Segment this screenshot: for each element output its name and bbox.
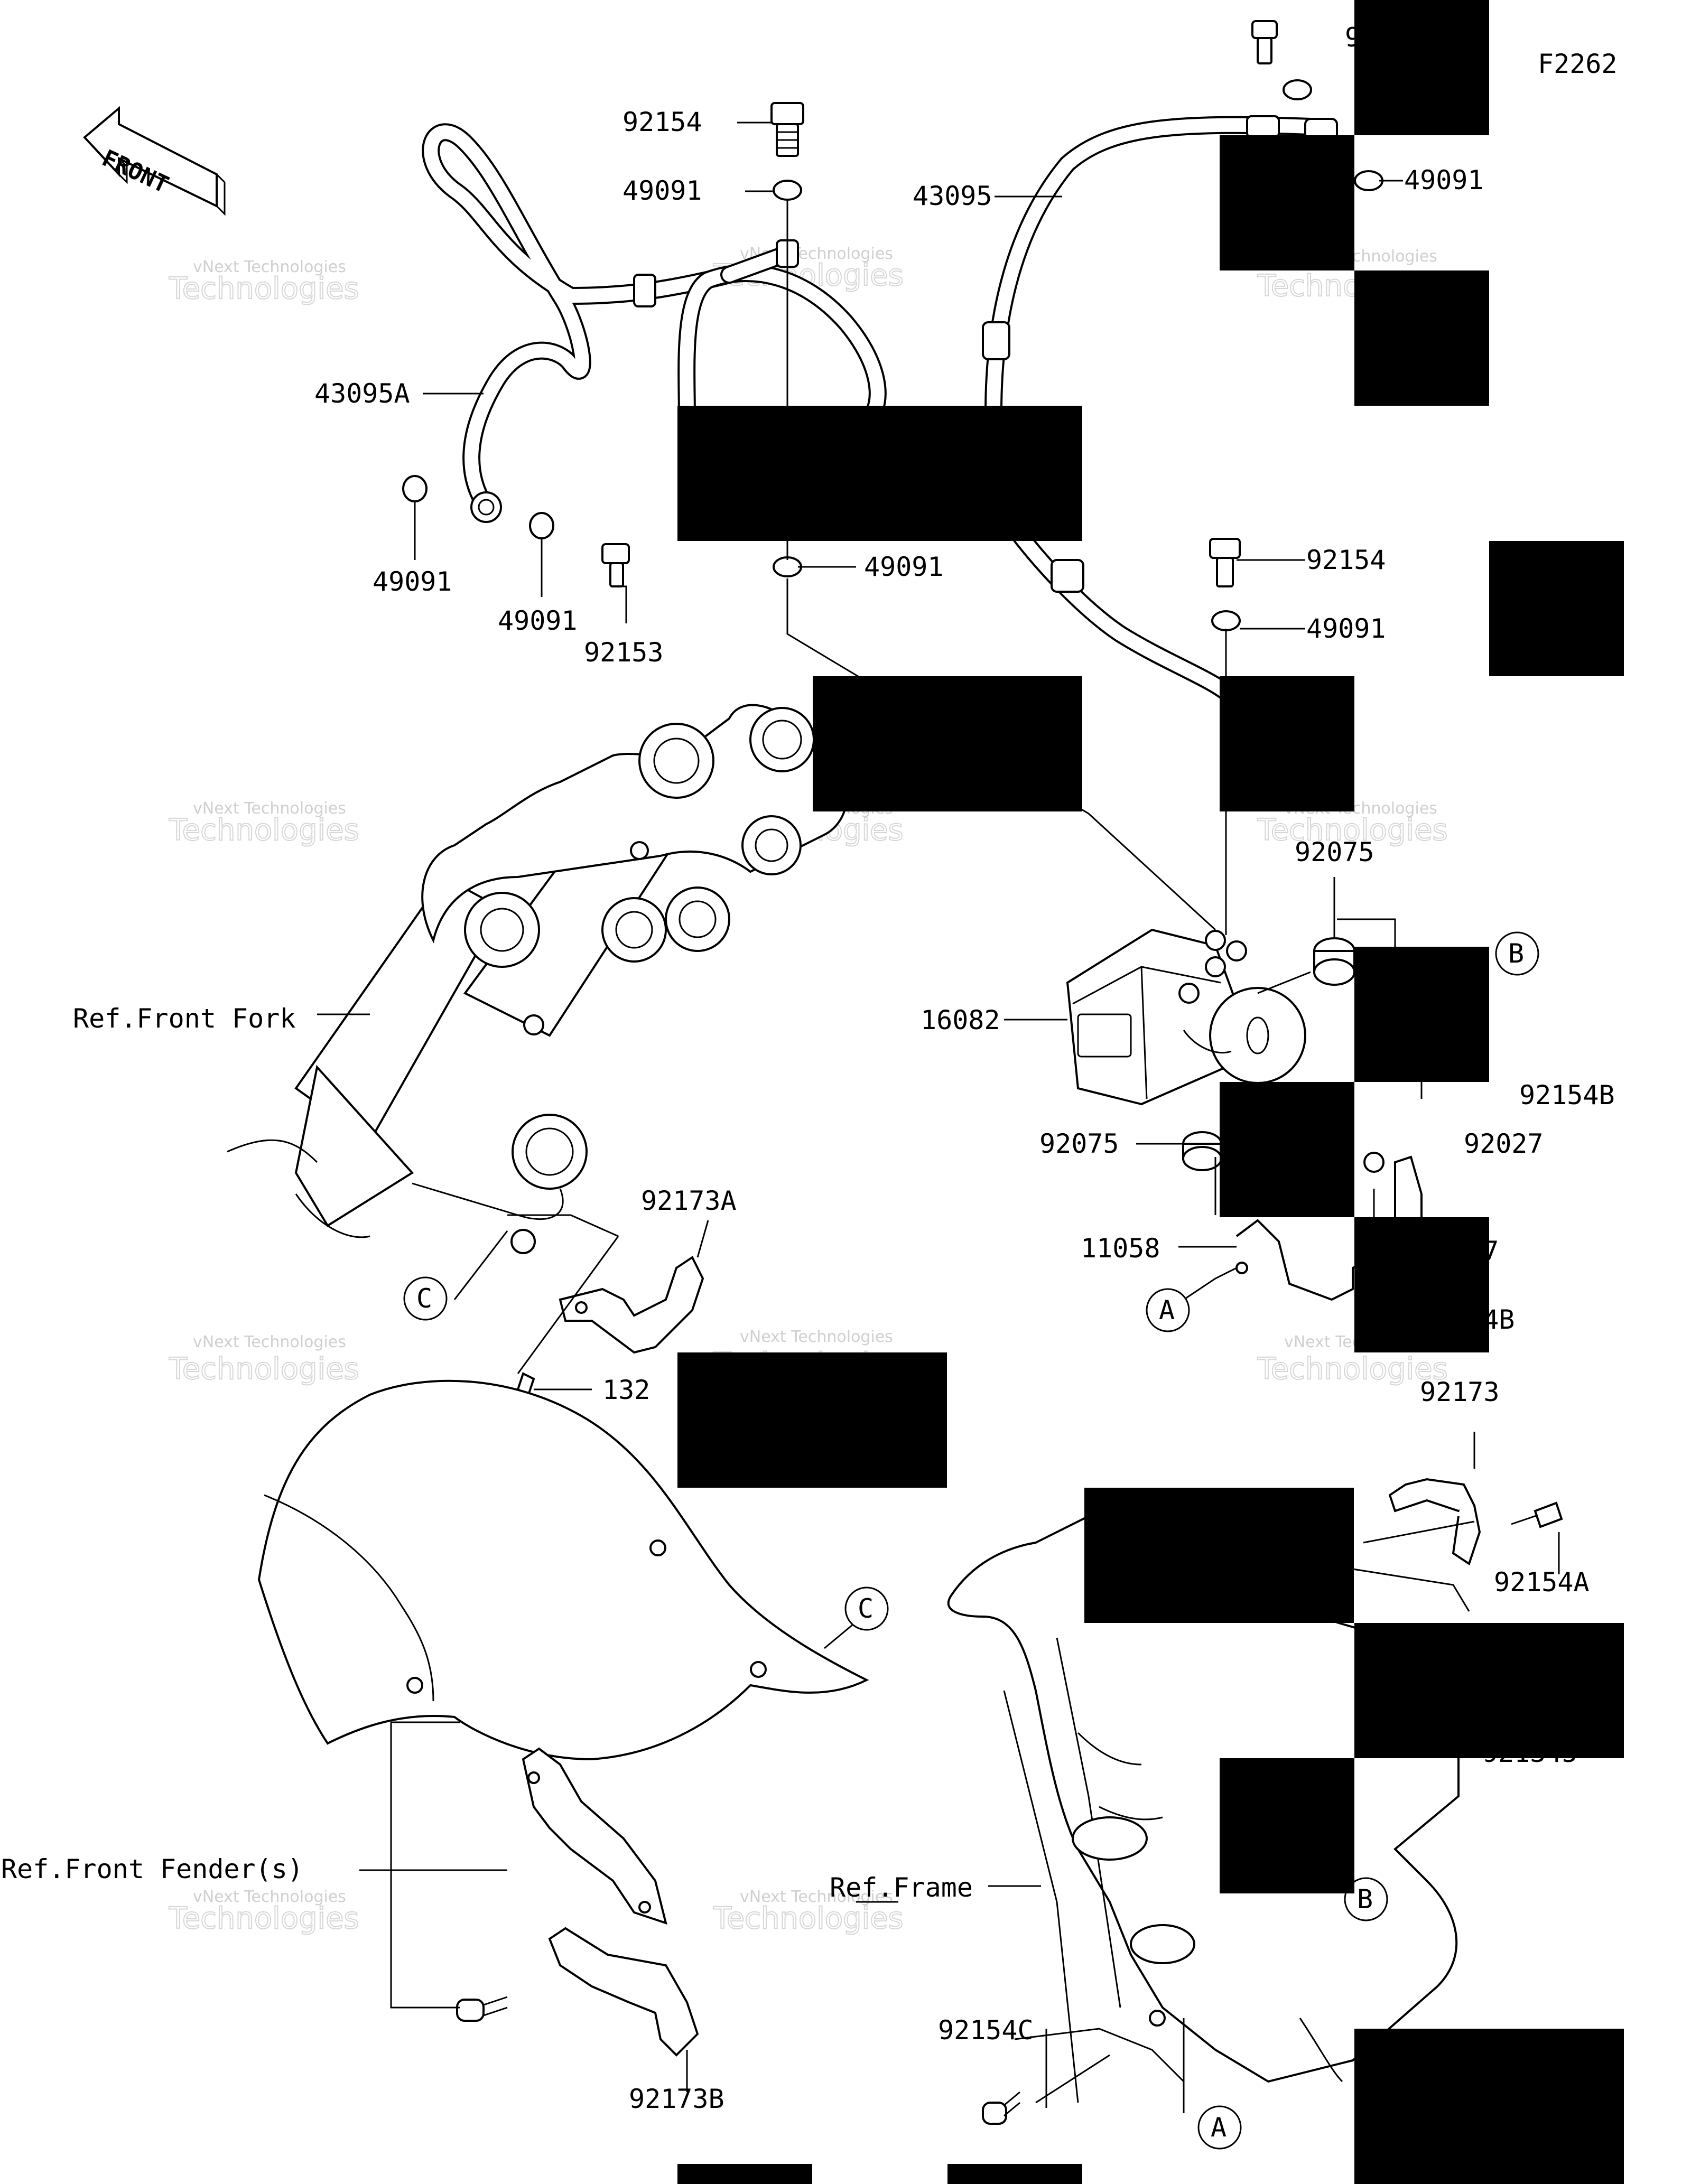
bolt-icon — [982, 2091, 1020, 2125]
part-label: 49091 — [864, 552, 944, 582]
washer-icon — [1211, 610, 1241, 631]
part-label: 92027 — [1464, 1128, 1544, 1159]
diagram-code: F2262 — [1538, 49, 1618, 79]
watermark-text: vNext Technologies — [193, 258, 346, 276]
callout-a-frame: A — [1197, 2105, 1242, 2150]
part-labels: 92154 49091 43095 49091 43095A 49091 490… — [314, 22, 1615, 2114]
watermark-text: Technologies — [169, 1352, 359, 1386]
callout-c-top: C — [403, 1276, 448, 1321]
watermark-text: vNext Technologies — [193, 799, 346, 818]
watermark-text: Technologies — [169, 1901, 359, 1936]
front-fork-assembly — [227, 704, 848, 1254]
part-label: 92075 — [1039, 1128, 1119, 1159]
washer-icon — [1354, 170, 1383, 191]
part-label: 49091 — [1404, 165, 1484, 195]
callout-label: A — [1159, 1295, 1175, 1326]
part-label: 92173A — [641, 1186, 737, 1216]
callout-label: B — [1508, 938, 1524, 969]
redaction-blocks — [677, 0, 1624, 2184]
part-label: 16082 — [921, 1005, 1000, 1035]
front-arrow-icon: FRONT — [83, 106, 226, 216]
watermark-text: vNext Technologies — [740, 1888, 893, 1906]
watermark-text: Technologies — [1257, 813, 1448, 847]
callout-label: C — [858, 1593, 874, 1624]
part-label: 132 — [602, 1375, 650, 1405]
washer-icon — [529, 512, 554, 539]
callout-b-abs: B — [1495, 931, 1539, 976]
washer-icon — [773, 556, 802, 577]
bolt-icon — [456, 1996, 508, 2022]
grommet-icon — [1313, 937, 1355, 986]
part-label: 43095 — [913, 181, 992, 211]
washer-icon — [402, 475, 428, 502]
watermark-text: vNext Technologies — [740, 1328, 893, 1346]
callout-label: A — [1211, 2112, 1227, 2143]
callout-b-frame: B — [1344, 1877, 1388, 1921]
bolt-icon — [1511, 1501, 1563, 1528]
part-label: 92075 — [1295, 837, 1374, 867]
part-label: 49091 — [622, 175, 702, 206]
watermark-text: Technologies — [1257, 1352, 1448, 1386]
washer-icon — [1283, 79, 1312, 100]
part-label: 49091 — [1306, 613, 1386, 644]
part-label: 49091 — [373, 566, 452, 597]
brake-hose-lower — [1006, 519, 1235, 701]
ref-front-fender-label: Ref.Front Fender(s) — [1, 1854, 303, 1884]
watermark-text: Technologies — [713, 1901, 904, 1936]
part-label: 92154B — [1519, 1080, 1615, 1110]
bracket-92173B — [522, 1747, 699, 2057]
watermark-text: Technologies — [169, 272, 359, 306]
part-label: 92154C — [938, 2015, 1034, 2046]
bracket-92173 — [1388, 1478, 1481, 1566]
ref-frame-label: Ref.Frame — [830, 1872, 973, 1903]
front-fender — [257, 1379, 869, 1761]
callout-c-fender: C — [844, 1586, 889, 1631]
watermark-text: vNext Technologies — [193, 1888, 346, 1906]
part-label: 92153 — [584, 637, 664, 668]
bolt-icon — [1209, 538, 1241, 587]
brake-hose-43095A — [422, 123, 738, 523]
part-label: 92173 — [1420, 1377, 1500, 1407]
callout-label: B — [1357, 1884, 1373, 1915]
watermark-text: Technologies — [169, 813, 359, 847]
part-label: 92173B — [629, 2084, 724, 2114]
part-label: 92154 — [1306, 545, 1386, 575]
bolt-icon — [601, 543, 630, 587]
part-label: 43095A — [314, 378, 410, 409]
part-label: 92154 — [622, 107, 702, 137]
ref-front-fork-label: Ref.Front Fork — [73, 1003, 295, 1034]
part-label: 92154A — [1494, 1567, 1590, 1598]
bracket-92173A — [559, 1256, 704, 1354]
part-label: 49091 — [498, 605, 578, 636]
bolt-icon — [1251, 20, 1278, 64]
abs-unit-16082 — [1066, 928, 1306, 1106]
banjo-bolt-icon — [770, 102, 804, 157]
part-label: 11058 — [1081, 1233, 1160, 1264]
brake-hose-center — [677, 239, 887, 432]
watermark-text: vNext Technologies — [193, 1333, 346, 1351]
washer-icon — [773, 180, 802, 201]
callout-label: C — [416, 1283, 432, 1314]
callout-a-bracket: A — [1146, 1288, 1190, 1332]
